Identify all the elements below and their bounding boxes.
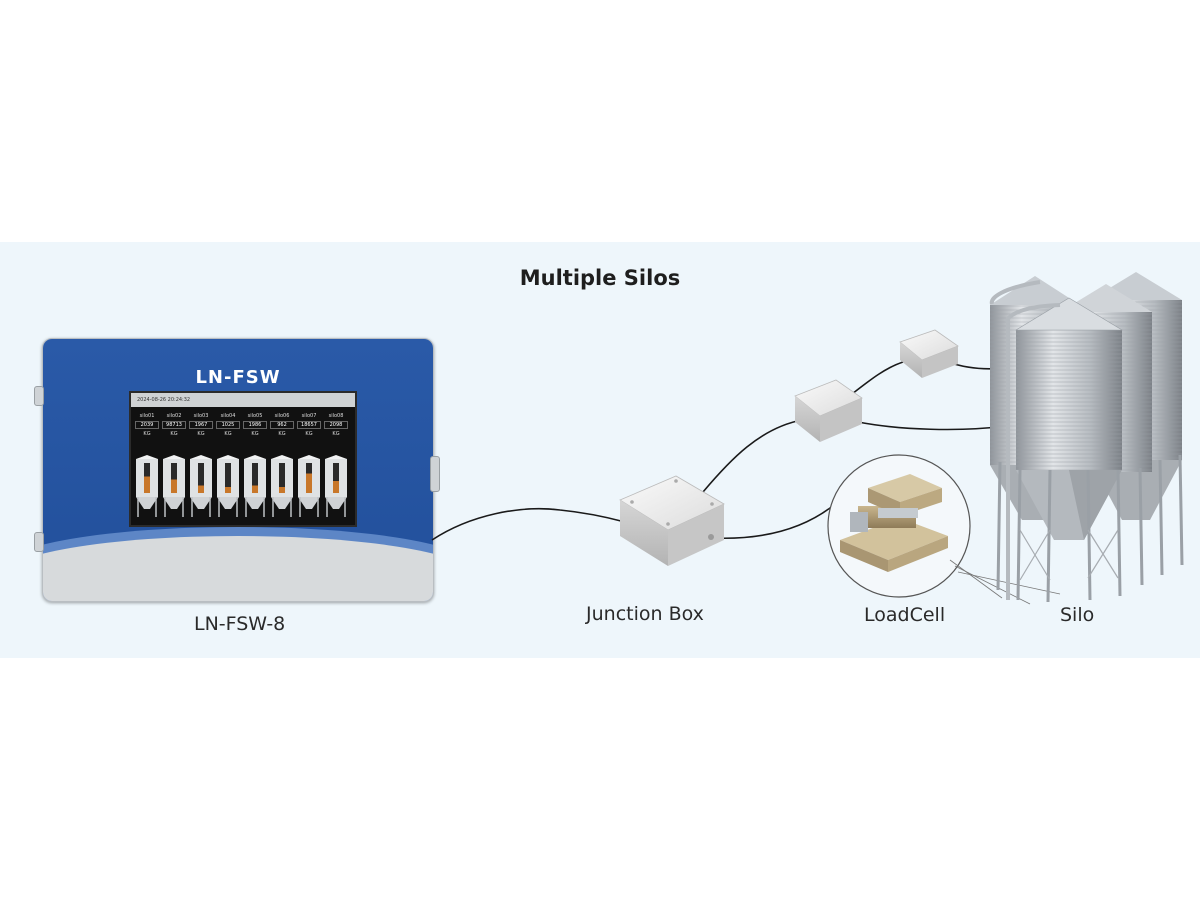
screen-silo-name: silo03: [193, 413, 209, 419]
cable-device-to-junction: [431, 507, 626, 541]
silo-braces: [1019, 529, 1119, 581]
load-cell-label: LoadCell: [864, 604, 946, 626]
screen-silo-weight: 2098: [324, 421, 348, 429]
screen-datetime: 2024-08-26 20:24:32: [131, 393, 355, 407]
screen-silo-weight: 962: [270, 421, 294, 429]
small-junction-box-2: [794, 379, 863, 442]
junction-box-label: Junction Box: [586, 603, 704, 625]
screen-silo-weight: 1025: [216, 421, 240, 429]
screen-silo-name: silo01: [139, 413, 155, 419]
screen-silo-weight: 1986: [243, 421, 267, 429]
cable-junction-to-box2: [702, 419, 803, 493]
diagram-title: Multiple Silos: [519, 266, 681, 290]
screen-silo-graphics: [136, 455, 347, 517]
screen-silo-unit: KG: [332, 431, 340, 437]
cable-box2-to-box1: [851, 361, 904, 395]
silo-label: Silo: [1060, 604, 1095, 626]
screen-silo-name: silo04: [220, 413, 236, 419]
screen-silo-name: silo06: [274, 413, 290, 419]
small-junction-box-1: [899, 329, 959, 378]
main-junction-box: [619, 475, 725, 566]
screen-silo-icon: [298, 455, 320, 517]
screen-silo-icon: [136, 455, 158, 517]
device-brand-label: LN-FSW: [195, 367, 281, 388]
screen-silo-unit: KG: [305, 431, 313, 437]
device-hinge-bottom: [34, 532, 44, 552]
device-label: LN-FSW-8: [194, 613, 286, 635]
screen-silo-name: silo08: [328, 413, 344, 419]
screen-silo-icon: [325, 455, 347, 517]
screen-silo-name: silo07: [301, 413, 317, 419]
load-cell-callout: [827, 454, 971, 598]
screen-silo-level-fill: [333, 481, 339, 493]
screen-silo-icon: [271, 455, 293, 517]
screen-silo-unit: KG: [143, 431, 151, 437]
screen-silo-unit: KG: [224, 431, 232, 437]
screen-silo-icon: [163, 455, 185, 517]
screen-silo-weight: 98713: [162, 421, 186, 429]
screen-silo-unit: KG: [197, 431, 205, 437]
screen-silo-level-fill: [279, 487, 285, 493]
silo-front: [1014, 297, 1124, 540]
screen-silo-name: silo02: [166, 413, 182, 419]
callout-pointer-lines: [949, 559, 1061, 605]
screen-silo-level-fill: [225, 487, 231, 493]
device-lower-panel: [43, 536, 433, 601]
screen-silo-level-fill: [306, 473, 312, 493]
screen-silo-level-fill: [144, 476, 150, 493]
screen-silo-name: silo05: [247, 413, 263, 419]
screen-silo-level-fill: [171, 479, 177, 493]
silo-legs: [996, 454, 1184, 603]
silo-pipes: [989, 280, 1061, 600]
screen-silo-unit: KG: [251, 431, 259, 437]
device-hinge-top: [34, 386, 44, 406]
screen-silo-weight: 2039: [135, 421, 159, 429]
screen-silo-icon: [244, 455, 266, 517]
cable-box2-to-silo: [857, 421, 1006, 431]
screen-silo-unit: KG: [278, 431, 286, 437]
screen-silo-level-fill: [252, 485, 258, 493]
screen-silo-unit: KG: [170, 431, 178, 437]
screen-silo-weight: 1967: [189, 421, 213, 429]
screen-silo-level-fill: [198, 485, 204, 493]
screen-silo-icon: [190, 455, 212, 517]
silo-group: [989, 272, 1184, 603]
screen-silo-weight: 18657: [297, 421, 321, 429]
screen-silo-icon: [217, 455, 239, 517]
device-latch: [430, 456, 440, 492]
